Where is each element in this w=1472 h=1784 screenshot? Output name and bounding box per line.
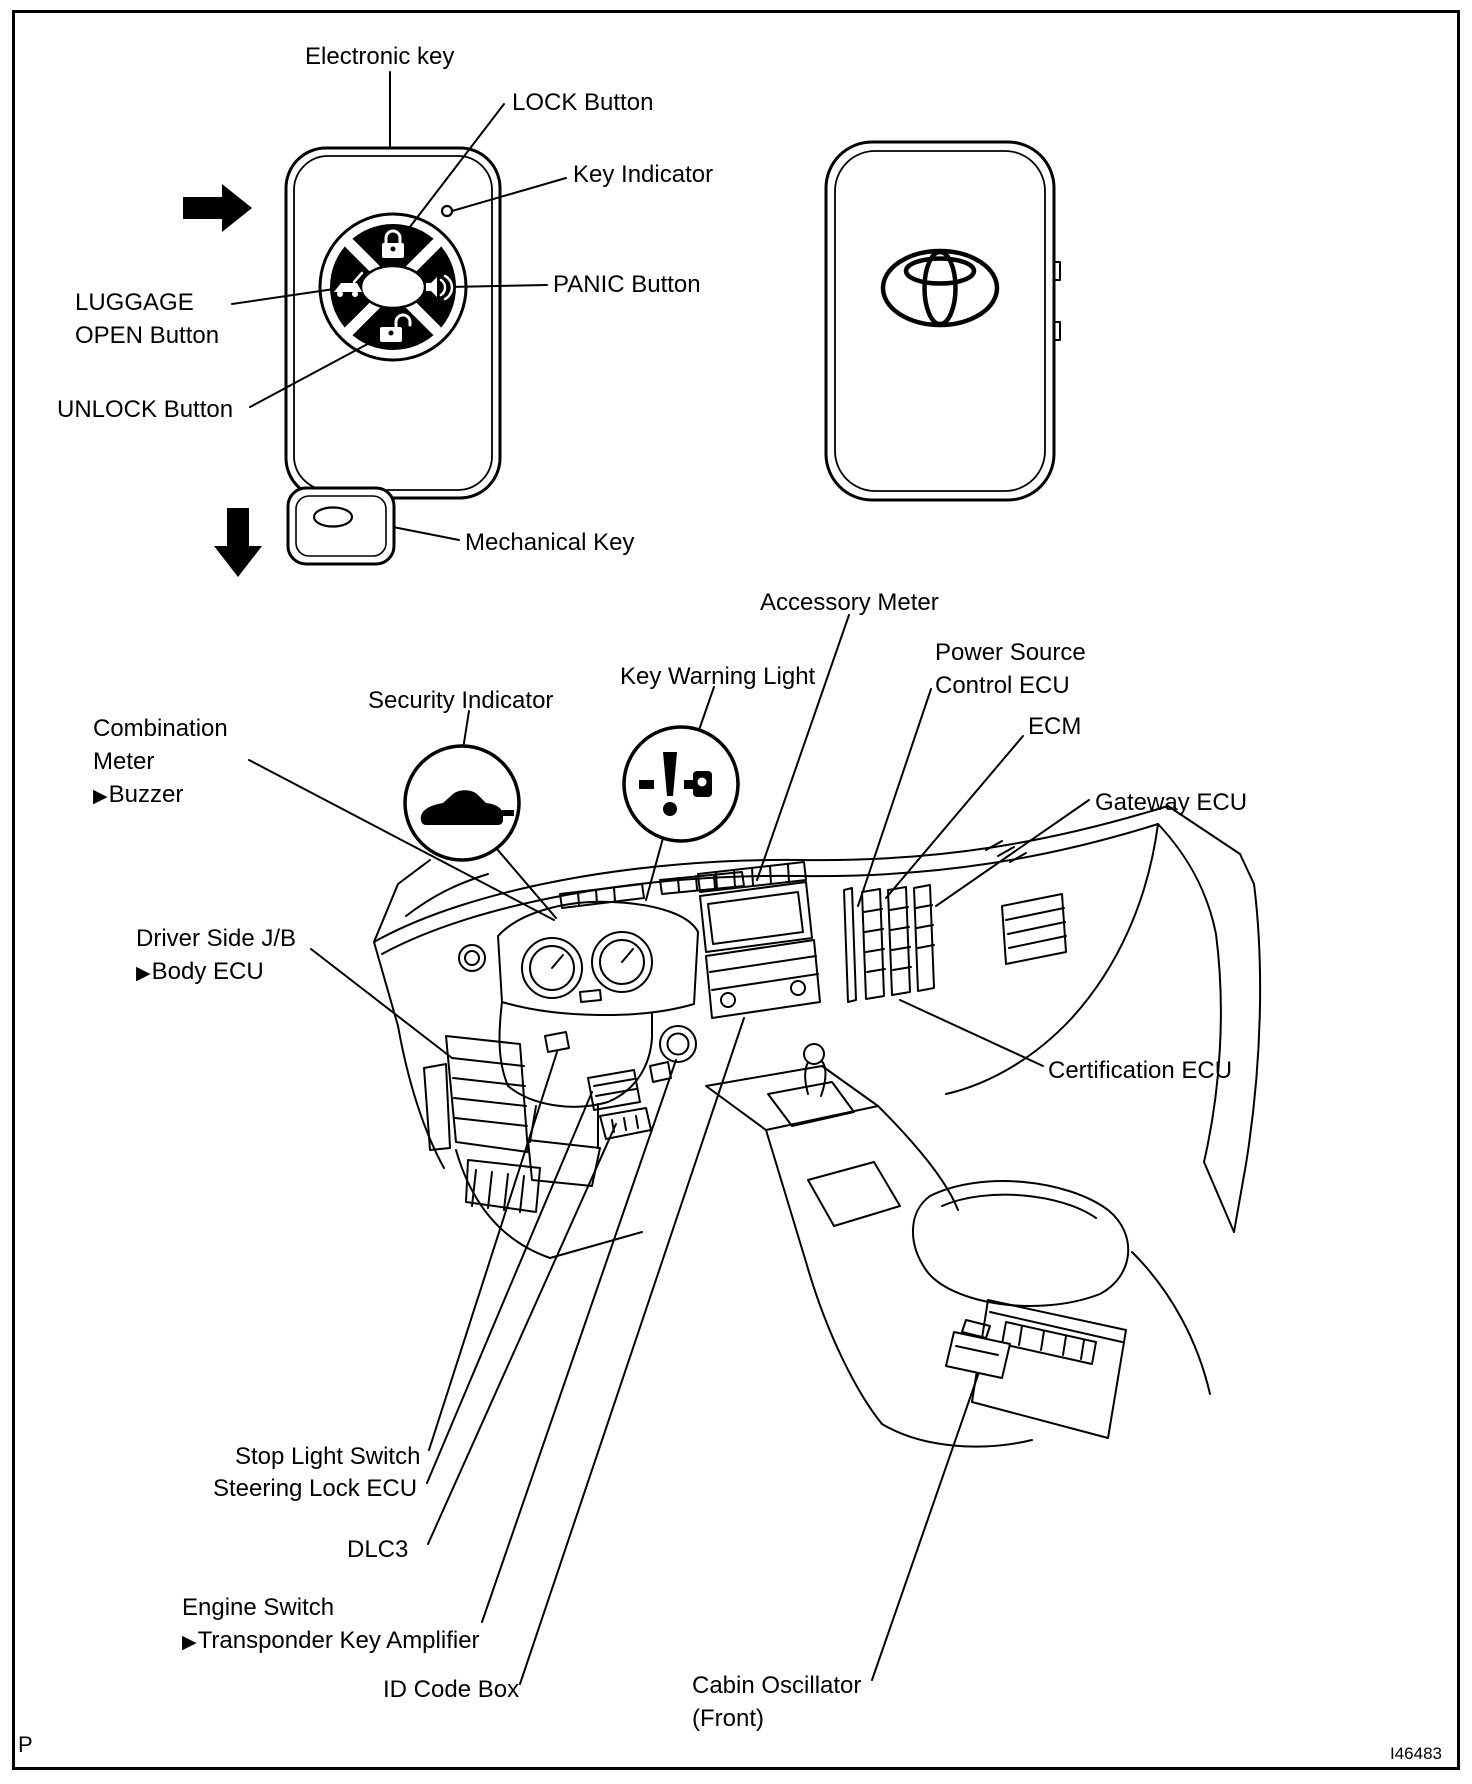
label-electronic-key: Electronic key [305, 43, 455, 70]
unlock-icon [380, 313, 412, 342]
panic-speaker-icon [426, 274, 454, 301]
security-indicator-symbol [403, 744, 521, 862]
label-lock-button: LOCK Button [512, 89, 654, 116]
label-mechanical-key: Mechanical Key [465, 529, 635, 556]
label-text: Transponder Key Amplifier [197, 1627, 480, 1654]
label-gateway-ecu: Gateway ECU [1095, 789, 1248, 816]
label-key-warning-light: Key Warning Light [620, 663, 816, 690]
label-line: Driver Side J/B [136, 925, 297, 952]
label-unlock-button: UNLOCK Button [57, 396, 234, 423]
label-ecm: ECM [1028, 713, 1082, 740]
label-line: Combination [93, 715, 228, 742]
label-key-indicator: Key Indicator [573, 161, 714, 188]
key-warning-light-symbol [622, 725, 740, 843]
direction-arrow-down-icon [214, 508, 262, 577]
label-certification-ecu: Certification ECU [1048, 1057, 1233, 1084]
bullet-triangle-icon: ▶ [182, 1632, 197, 1653]
label-line: Cabin Oscillator [692, 1672, 862, 1699]
label-accessory-meter: Accessory Meter [760, 589, 939, 616]
label-steering-lock-ecu: Steering Lock ECU [213, 1475, 418, 1502]
label-line: ▶Body ECU [136, 955, 296, 990]
label-text: Buzzer [108, 781, 184, 808]
label-line: ▶Buzzer [93, 778, 228, 813]
label-text: Body ECU [151, 958, 264, 985]
bullet-triangle-icon: ▶ [136, 963, 151, 984]
label-engine-switch-transponder: Engine Switch ▶Transponder Key Amplifier [182, 1591, 480, 1659]
label-stop-light-switch: Stop Light Switch [235, 1443, 421, 1470]
label-line: Control ECU [935, 672, 1070, 699]
label-panic-button: PANIC Button [553, 271, 701, 298]
label-driver-side-jb-body-ecu: Driver Side J/B ▶Body ECU [136, 922, 296, 990]
label-line: ▶Transponder Key Amplifier [182, 1624, 480, 1659]
mechanical-key-drawing [286, 486, 396, 566]
label-line: Engine Switch [182, 1594, 335, 1621]
label-combination-meter-buzzer: Combination Meter ▶Buzzer [93, 712, 228, 813]
label-cabin-oscillator: Cabin Oscillator (Front) [692, 1669, 861, 1735]
label-power-source-control-ecu: Power Source Control ECU [935, 636, 1086, 702]
page-corner-mark: P [18, 1732, 33, 1757]
label-line: LUGGAGE [75, 289, 194, 316]
luggage-open-icon [334, 271, 364, 297]
key-fob-back-drawing [824, 140, 1061, 502]
label-line: (Front) [692, 1705, 764, 1732]
lock-icon [382, 229, 404, 258]
label-line: Power Source [935, 639, 1086, 666]
label-line: OPEN Button [75, 322, 220, 349]
key-fob-front-drawing [284, 146, 502, 566]
direction-arrow-right-icon [183, 184, 252, 232]
label-luggage-open-button: LUGGAGE OPEN Button [75, 286, 219, 352]
toyota-logo-icon [880, 248, 1000, 328]
label-line: Meter [93, 748, 155, 775]
label-dlc3: DLC3 [347, 1536, 409, 1563]
label-security-indicator: Security Indicator [368, 687, 554, 714]
bullet-triangle-icon: ▶ [93, 786, 108, 807]
figure-id: I46483 [1390, 1744, 1442, 1763]
dashboard-drawing [373, 805, 1262, 1448]
label-id-code-box: ID Code Box [383, 1676, 520, 1703]
key-indicator-led [440, 204, 454, 218]
